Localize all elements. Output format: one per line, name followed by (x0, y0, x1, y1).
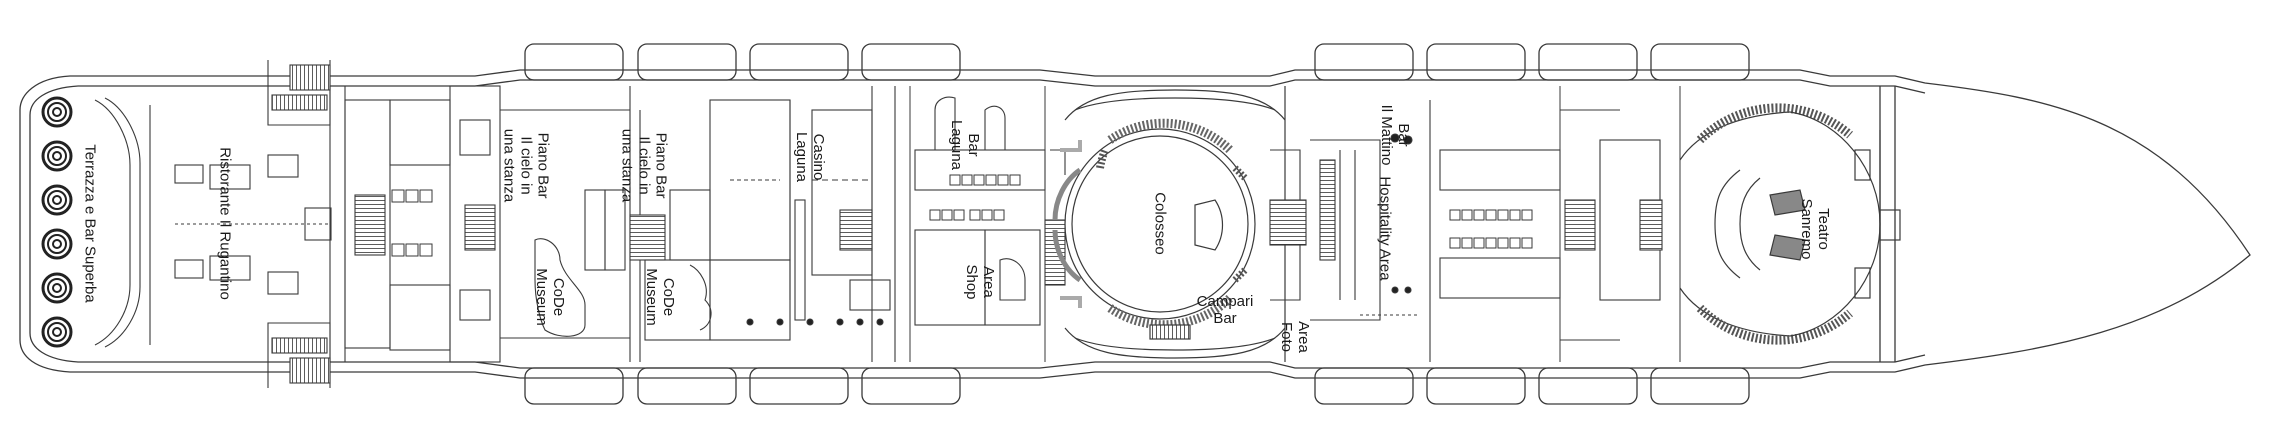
label-code-museum-2: CoDe Museum (643, 268, 677, 326)
label-teatro: Teatro Sanremo (1798, 198, 1832, 260)
label-rugantino: Ristorante Il Rugantino (216, 147, 234, 300)
aft-restaurant (94, 60, 501, 388)
lifeboats-bottom (524, 367, 1750, 405)
label-terrazza: Terrazza e Bar Superba (81, 144, 99, 303)
teatro-sanremo (1679, 103, 1901, 345)
structural-lines (499, 86, 1681, 362)
label-area-shop: Area Shop (963, 264, 997, 300)
label-piano-bar-2: Piano Bar Il cielo in una stanza (618, 128, 670, 203)
label-code-museum-1: CoDe Museum (533, 268, 567, 326)
midship-area (1269, 133, 1420, 321)
forward-area (1429, 100, 1663, 362)
piano-bar-area (464, 86, 896, 362)
label-hospitality: Hospitality Area (1376, 176, 1394, 281)
label-bar-laguna: Bar Laguna (948, 119, 982, 171)
label-colosseo: Colosseo (1151, 192, 1169, 255)
stern-jacuzzis (41, 96, 73, 348)
label-piano-bar-1: Piano Bar Il cielo in una stanza (500, 128, 552, 203)
label-casino: Casino Laguna (793, 131, 827, 183)
label-campari-bar: Campari Bar (1196, 293, 1254, 327)
label-area-foto: Area Foto (1278, 321, 1312, 353)
lifeboats-top (524, 43, 1750, 81)
